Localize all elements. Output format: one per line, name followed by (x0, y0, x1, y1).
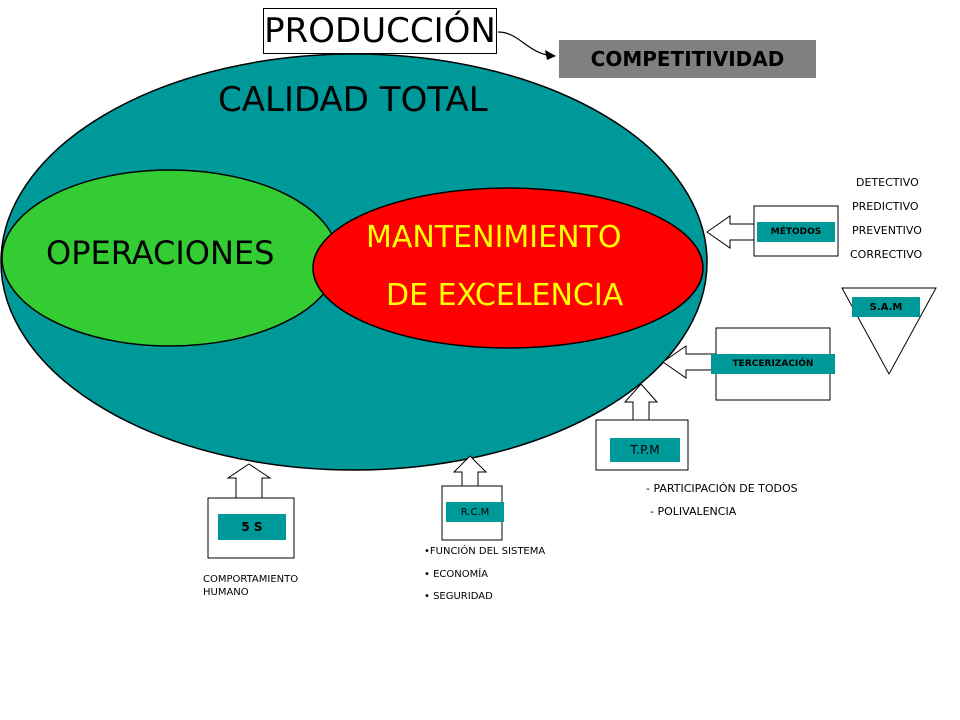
produccion-label: PRODUCCIÓN (264, 11, 496, 51)
metodos-item-correctivo: CORRECTIVO (850, 248, 923, 261)
rcm-item-economia: • ECONOMÍA (424, 569, 489, 580)
tercerizacion-label: TERCERIZACIÓN (711, 354, 835, 374)
produccion-connector-arrowhead (545, 50, 556, 60)
produccion-box: PRODUCCIÓN (263, 8, 497, 54)
mantenimiento-label-line2: DE EXCELENCIA (386, 278, 624, 313)
tpm-label: T.P.M (610, 438, 680, 462)
cinco-s-caption-line2: HUMANO (203, 587, 249, 598)
rcm-label: R.C.M (446, 502, 504, 522)
rcm-item-seguridad: • SEGURIDAD (424, 591, 493, 602)
metodos-item-preventivo: PREVENTIVO (852, 224, 922, 237)
tpm-item-polivalencia: - POLIVALENCIA (650, 505, 737, 518)
calidad-total-label: CALIDAD TOTAL (218, 80, 488, 120)
cinco-s-caption-line1: COMPORTAMIENTO (203, 574, 299, 585)
competitividad-box: COMPETITIVIDAD (559, 40, 816, 78)
metodos-label: MÉTODOS (757, 222, 835, 242)
sam-label: S.A.M (852, 297, 920, 317)
tpm-item-participacion: - PARTICIPACIÓN DE TODOS (646, 482, 798, 495)
mantenimiento-ellipse (312, 187, 704, 349)
competitividad-label: COMPETITIVIDAD (590, 47, 785, 71)
metodos-arrow (706, 215, 755, 249)
metodos-item-detectivo: DETECTIVO (856, 176, 919, 189)
cinco-s-arrow (226, 463, 272, 499)
rcm-item-funcion: •FUNCIÓN DEL SISTEMA (424, 546, 546, 557)
cinco-s-label: 5 S (218, 514, 286, 540)
mantenimiento-label-line1: MANTENIMIENTO (366, 220, 622, 255)
metodos-item-predictivo: PREDICTIVO (852, 200, 919, 213)
operaciones-label: OPERACIONES (46, 234, 275, 272)
